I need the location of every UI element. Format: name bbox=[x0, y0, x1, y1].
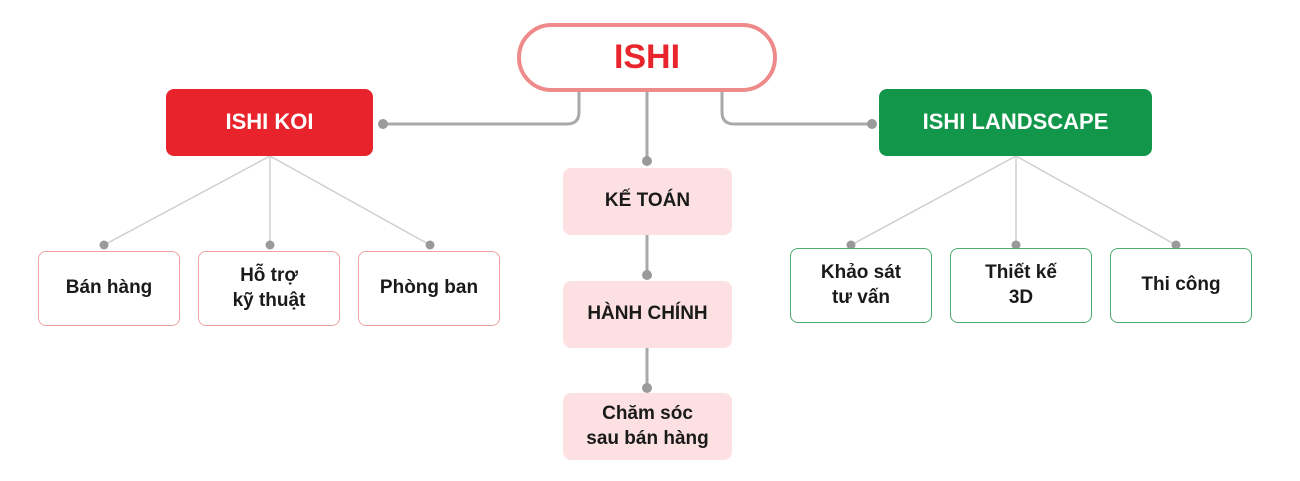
connector-dot bbox=[1171, 240, 1181, 250]
center-node-cham-soc: Chăm sóc sau bán hàng bbox=[563, 393, 732, 460]
root-node: ISHI bbox=[517, 23, 777, 92]
landscape-child-thiet-ke-3d: Thiết kế 3D bbox=[950, 248, 1092, 323]
center-node-ke-toan: KẾ TOÁN bbox=[563, 168, 732, 235]
branch-ishi-koi: ISHI KOI bbox=[166, 89, 373, 156]
connector-dot bbox=[642, 156, 652, 166]
connector-dot bbox=[1011, 240, 1021, 250]
connector-landscape-child-3 bbox=[1015, 155, 1177, 246]
connector-dot bbox=[378, 119, 388, 129]
landscape-child-khao-sat-tu-van: Khảo sát tư vấn bbox=[790, 248, 932, 323]
connector-dot bbox=[846, 240, 856, 250]
connector-dot bbox=[642, 383, 652, 393]
connector-dot bbox=[425, 240, 435, 250]
koi-child-phong-ban: Phòng ban bbox=[358, 251, 500, 326]
connector-landscape-child-1 bbox=[850, 155, 1017, 246]
connector-dot bbox=[265, 240, 275, 250]
connector-dot bbox=[867, 119, 877, 129]
connector-dot bbox=[642, 270, 652, 280]
connector-dot bbox=[99, 240, 109, 250]
connector-root-to-koi bbox=[383, 92, 581, 126]
landscape-child-thi-cong: Thi công bbox=[1110, 248, 1252, 323]
connector-root-to-landscape bbox=[720, 92, 872, 126]
branch-ishi-landscape: ISHI LANDSCAPE bbox=[879, 89, 1152, 156]
koi-child-ho-tro-ky-thuat: Hỗ trợ kỹ thuật bbox=[198, 251, 340, 326]
connector-koi-child-1 bbox=[103, 155, 271, 246]
connector-koi-child-3 bbox=[269, 155, 431, 246]
koi-child-ban-hang: Bán hàng bbox=[38, 251, 180, 326]
center-node-hanh-chinh: HÀNH CHÍNH bbox=[563, 281, 732, 348]
